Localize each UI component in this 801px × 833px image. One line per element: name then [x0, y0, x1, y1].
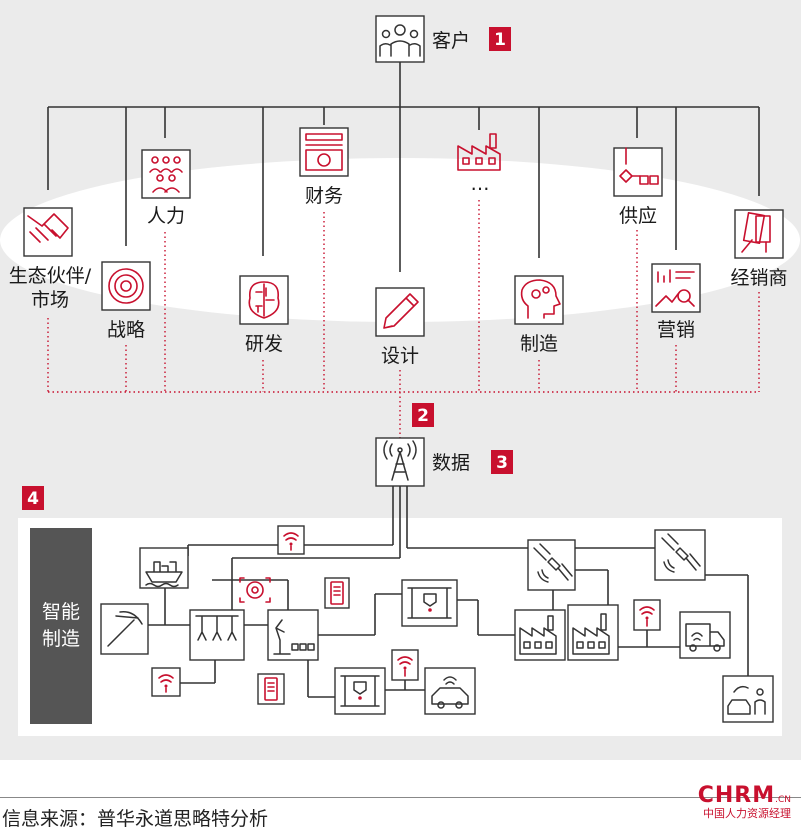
- wifi-node-3[interactable]: [391, 649, 419, 681]
- diagram-canvas: 客户 1 生态伙伴/ 市场 战略 人力: [0, 0, 801, 760]
- robot-arm-node[interactable]: [267, 609, 319, 661]
- node-hr[interactable]: 人力: [141, 149, 191, 227]
- label-dealer: 经销商: [730, 267, 787, 289]
- network-badge: 2: [412, 403, 434, 427]
- logo-subtitle: 中国人力资源经理: [703, 807, 791, 820]
- wifi-icon: [158, 674, 174, 693]
- footer-divider: [0, 797, 801, 798]
- node-marketing[interactable]: 营销: [651, 263, 701, 341]
- label-finance: 财务: [305, 185, 343, 207]
- target-icon: [108, 268, 144, 304]
- factory-icon: [457, 133, 501, 171]
- chart-magnifier-icon: [655, 269, 695, 307]
- label-supply: 供应: [619, 205, 657, 227]
- car-icon: [431, 676, 469, 709]
- phone-node-2[interactable]: [257, 673, 285, 705]
- badge-3: 3: [496, 453, 508, 473]
- customer-label: 客户: [432, 30, 470, 52]
- node-strategy[interactable]: 战略: [101, 261, 151, 341]
- wifi-icon: [639, 606, 655, 627]
- antenna-icon: [383, 440, 417, 481]
- robot-arm-icon: [273, 619, 315, 655]
- ship-icon: [145, 561, 183, 588]
- car-service-node[interactable]: [722, 675, 774, 723]
- side-label-2: 制造: [42, 628, 80, 650]
- node-partner-market[interactable]: 生态伙伴/ 市场: [9, 207, 92, 311]
- handshake-icon: [27, 213, 69, 243]
- team-icon: [149, 156, 183, 193]
- satellite-icon: [661, 533, 701, 573]
- label-design: 设计: [381, 345, 419, 367]
- node-finance[interactable]: 财务: [299, 127, 349, 207]
- printer-node-1[interactable]: [401, 579, 458, 627]
- head-gears-icon: [520, 279, 561, 319]
- truck-icon: [685, 623, 725, 652]
- factory-node-2[interactable]: [567, 604, 619, 661]
- phone-node-1[interactable]: [324, 577, 350, 609]
- pickaxe-icon: [107, 611, 143, 647]
- car-node[interactable]: [424, 667, 476, 715]
- truck-node[interactable]: [679, 611, 731, 659]
- label-more: …: [471, 173, 490, 195]
- node-design[interactable]: 设计: [375, 287, 425, 367]
- robot-arms-node[interactable]: [189, 609, 245, 661]
- wifi-icon: [283, 532, 299, 551]
- label-partner-2: 市场: [31, 289, 69, 311]
- factory-icon: [572, 613, 610, 655]
- svg-text:2: 2: [417, 406, 429, 426]
- people-group-icon: [379, 24, 421, 57]
- label-strategy: 战略: [107, 319, 145, 341]
- label-rnd: 研发: [245, 333, 283, 355]
- chrm-logo: CHRM.CN 中国人力资源经理: [698, 783, 791, 821]
- gear-target-node[interactable]: [239, 577, 271, 603]
- dotted-data-links: [47, 200, 760, 438]
- node-manufacturing[interactable]: 制造: [514, 275, 564, 355]
- logo-main: CHRM: [697, 783, 776, 808]
- customer-node[interactable]: 客户 1: [375, 15, 511, 63]
- printer-3d-icon: [340, 675, 380, 707]
- customer-tree: [47, 62, 760, 272]
- label-hr: 人力: [147, 205, 185, 227]
- factory-node-1[interactable]: [514, 609, 566, 661]
- card-hand-icon: [741, 212, 771, 253]
- label-partner: 生态伙伴/: [9, 265, 92, 287]
- svg-text:4: 4: [27, 489, 39, 509]
- satellite-node-2[interactable]: [654, 529, 706, 581]
- node-more[interactable]: …: [457, 133, 501, 195]
- brain-circuit-icon: [248, 281, 280, 319]
- node-rnd[interactable]: 研发: [239, 275, 289, 355]
- node-supply[interactable]: 供应: [613, 147, 663, 227]
- logo-tld: .CN: [775, 795, 791, 805]
- pickaxe-node[interactable]: [100, 603, 149, 655]
- supply-flow-icon: [619, 147, 659, 185]
- printer-3d-icon: [407, 587, 452, 619]
- smart-mfg-badge: 4: [22, 486, 44, 510]
- ship-node[interactable]: [139, 547, 189, 589]
- factory-icon: [519, 615, 557, 655]
- car-icon: [727, 685, 766, 715]
- label-marketing: 营销: [657, 319, 695, 341]
- data-node[interactable]: 数据 3: [375, 437, 513, 487]
- printer-node-2[interactable]: [334, 667, 386, 715]
- wifi-node-4[interactable]: [633, 599, 661, 631]
- wifi-node-1[interactable]: [277, 525, 305, 555]
- robot-arms-icon: [195, 615, 239, 641]
- source-text: 信息来源：普华永道思略特分析: [2, 808, 269, 830]
- wifi-icon: [397, 656, 413, 677]
- phone-icon: [330, 581, 344, 605]
- phone-icon: [264, 677, 278, 701]
- label-manufacturing: 制造: [520, 333, 558, 355]
- side-label-1: 智能: [42, 601, 80, 623]
- money-icon: [305, 133, 343, 171]
- gear-target-icon: [239, 577, 271, 603]
- satellite-icon: [533, 543, 573, 583]
- satellite-node-1[interactable]: [527, 539, 576, 591]
- node-dealer[interactable]: 经销商: [730, 209, 788, 289]
- data-label: 数据: [432, 452, 470, 474]
- pencil-icon: [383, 293, 419, 329]
- badge-1: 1: [494, 30, 506, 50]
- wifi-node-2[interactable]: [151, 667, 181, 697]
